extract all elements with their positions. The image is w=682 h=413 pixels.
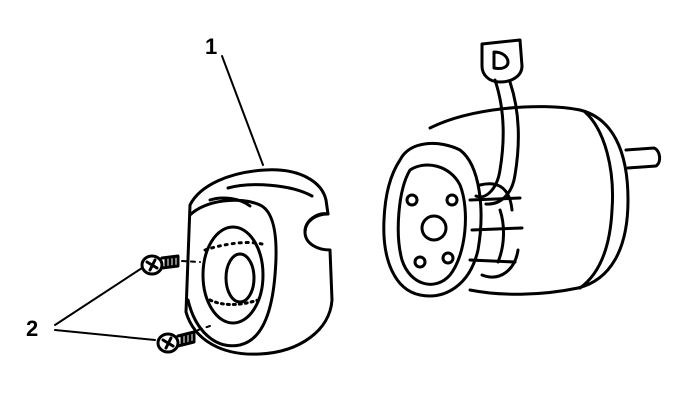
leader-lines [54, 55, 264, 341]
screw-upper [140, 254, 201, 276]
callout-1-label: 1 [205, 34, 218, 59]
screw-lower [156, 325, 211, 354]
callout-2-label: 2 [26, 316, 39, 341]
motor-assembly [382, 38, 662, 298]
end-cover-part [184, 168, 334, 356]
